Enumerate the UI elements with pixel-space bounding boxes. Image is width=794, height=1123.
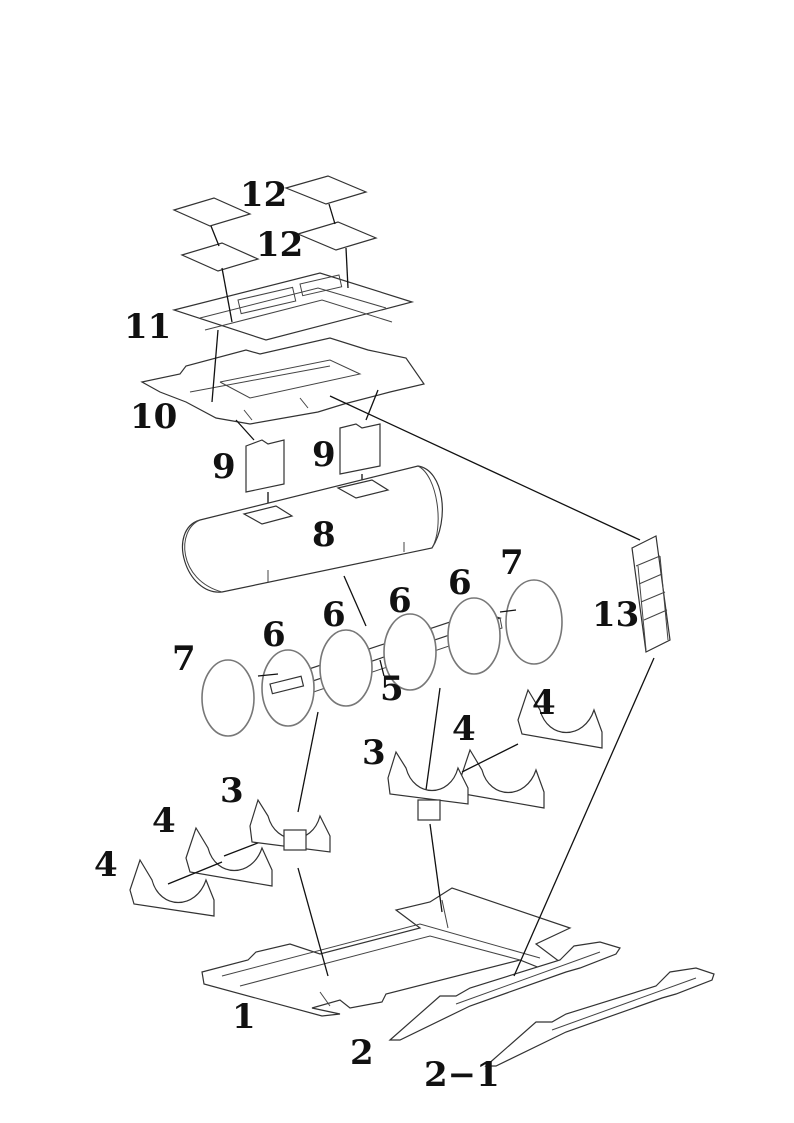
label-part-12-b: 12 <box>256 225 304 265</box>
label-part-2: 2 <box>350 1033 374 1073</box>
label-part-13: 13 <box>592 595 640 635</box>
label-part-9-b: 9 <box>312 435 336 475</box>
label-part-8: 8 <box>312 515 336 555</box>
label-part-4-c: 4 <box>152 801 176 841</box>
part-8-boiler <box>181 465 443 627</box>
label-part-7-a: 7 <box>500 543 524 583</box>
label-part-6-b: 6 <box>388 581 412 621</box>
part-2-rails <box>388 941 715 1067</box>
label-part-5: 5 <box>380 669 404 709</box>
label-part-3-a: 3 <box>362 733 386 773</box>
label-part-4-d: 4 <box>94 845 118 885</box>
part-13-ladder <box>513 535 671 977</box>
part-3-front-plates <box>249 750 469 853</box>
label-part-11: 11 <box>124 307 172 347</box>
label-part-1: 1 <box>232 997 256 1037</box>
label-part-3-b: 3 <box>220 771 244 811</box>
label-part-7-b: 7 <box>172 639 196 679</box>
label-part-12-a: 12 <box>240 175 288 215</box>
part-10-roof <box>140 329 641 541</box>
label-part-6-c: 6 <box>322 595 346 635</box>
part-11-frame <box>171 247 415 341</box>
part-9-blocks <box>245 423 381 512</box>
part-5-6-7-discs <box>201 579 563 813</box>
part-12-plates <box>172 175 378 272</box>
label-part-6-a: 6 <box>448 563 472 603</box>
part-1-chassis <box>201 823 572 1017</box>
label-part-2-1: 2−1 <box>424 1055 500 1095</box>
part-4-side-plates <box>129 688 603 917</box>
label-part-4-a: 4 <box>532 683 556 723</box>
label-part-10: 10 <box>130 397 178 437</box>
label-part-6-d: 6 <box>262 615 286 655</box>
label-part-9-a: 9 <box>212 447 236 487</box>
label-part-4-b: 4 <box>452 709 476 749</box>
